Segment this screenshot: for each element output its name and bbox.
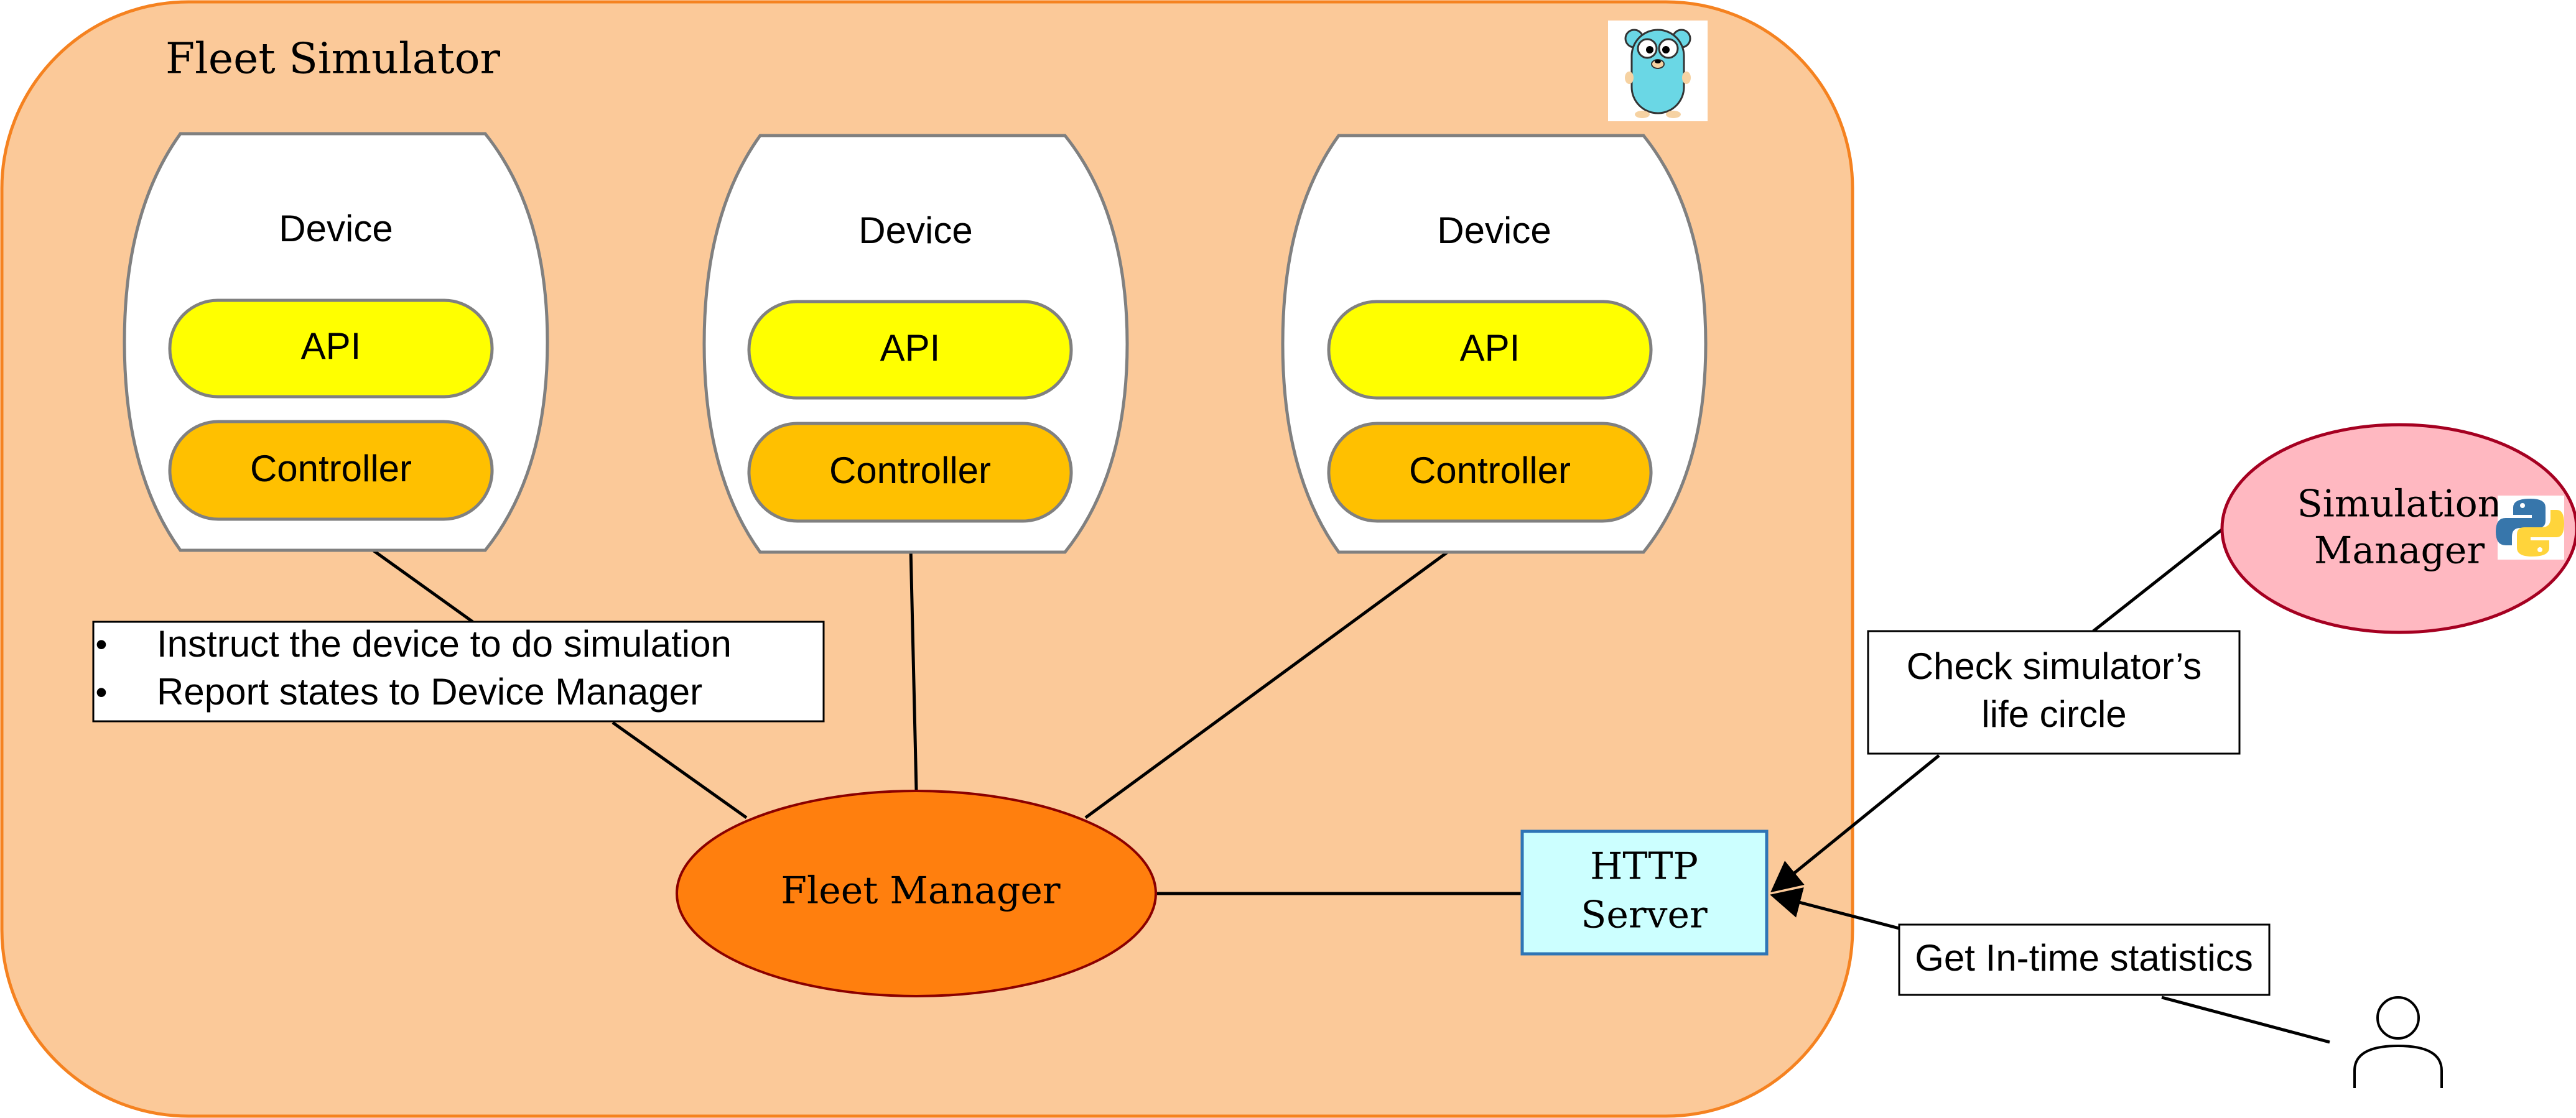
- note-bullet: Report states to Device Manager: [157, 671, 702, 713]
- http-server-node[interactable]: HTTP Server: [1520, 829, 1769, 956]
- device-card: Device API Controller: [702, 134, 1129, 554]
- check-lifecycle-label: Check simulator’s life circle: [1867, 630, 2241, 755]
- controller-pill[interactable]: [168, 420, 494, 521]
- check-lifecycle-line2: life circle: [1981, 693, 2126, 735]
- http-server-label-line1: HTTP: [1590, 845, 1698, 889]
- instruction-note: • Instruct the device to do simulation •…: [92, 621, 825, 723]
- line-user-to-stats: [2161, 996, 2330, 1044]
- arrow-stats-to-http: [1770, 887, 1900, 930]
- note-bullet: Instruct the device to do simulation: [157, 623, 732, 665]
- user-icon: [2353, 996, 2443, 1088]
- controller-label: Controller: [250, 448, 412, 489]
- device-title: Device: [1437, 210, 1551, 251]
- check-lifecycle-line1: Check simulator’s: [1907, 645, 2202, 687]
- controller-label: Controller: [1409, 450, 1571, 491]
- controller-pill[interactable]: [1327, 422, 1653, 523]
- device-title: Device: [858, 210, 972, 251]
- api-label: API: [880, 327, 941, 369]
- line-controller2-to-fleet-manager: [908, 520, 918, 790]
- line-controller3-to-fleet-manager: [1084, 519, 1491, 820]
- http-server-label-line2: Server: [1581, 894, 1708, 937]
- stats-label: Get In-time statistics: [1898, 923, 2271, 996]
- api-label: API: [1460, 327, 1520, 369]
- python-icon: [2496, 496, 2564, 560]
- line-sim-manager-to-check: [2092, 527, 2225, 632]
- simulation-manager-label-line1: Simulation: [2297, 483, 2502, 526]
- fleet-manager-node[interactable]: Fleet Manager: [676, 790, 1157, 997]
- api-pill[interactable]: [168, 298, 494, 399]
- api-label: API: [301, 325, 361, 367]
- simulation-manager-node[interactable]: Simulation Manager: [2220, 423, 2576, 634]
- arrow-check-to-http: [1770, 754, 1940, 893]
- fleet-simulator-title: Fleet Simulator: [165, 35, 501, 84]
- stats-label-text: Get In-time statistics: [1915, 937, 2253, 979]
- bullet-icon: •: [96, 673, 108, 711]
- device-card: Device API Controller: [1281, 134, 1708, 554]
- simulation-manager-label-line2: Manager: [2314, 529, 2485, 573]
- device-card: Device API Controller: [123, 132, 549, 552]
- controller-label: Controller: [829, 450, 991, 491]
- gopher-icon: [1608, 21, 1708, 121]
- fleet-manager-label: Fleet Manager: [781, 869, 1061, 913]
- api-pill[interactable]: [747, 300, 1073, 400]
- api-pill[interactable]: [1327, 300, 1653, 400]
- bullet-icon: •: [96, 626, 108, 663]
- connector-lines: [328, 517, 2330, 1044]
- line-note-to-fleet-manager: [611, 721, 748, 820]
- note-box: [92, 621, 825, 723]
- device-title: Device: [279, 208, 393, 249]
- controller-pill[interactable]: [747, 422, 1073, 523]
